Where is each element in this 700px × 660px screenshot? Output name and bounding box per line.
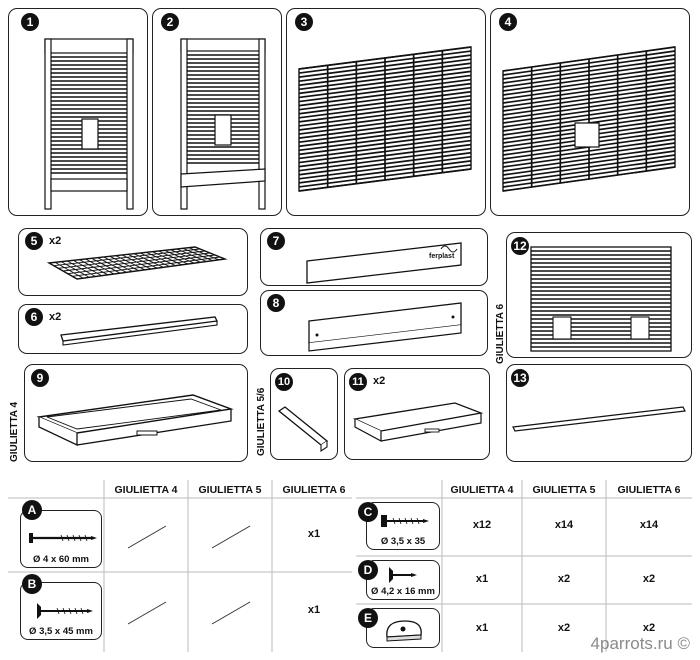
screw-a-icon	[29, 533, 97, 543]
step-10-badge: 10	[275, 373, 293, 391]
right-row-c-giulietta-6: x14	[639, 519, 659, 531]
front-board-illustration	[306, 242, 462, 284]
left-header-giulietta-6: GIULIETTA 6	[282, 484, 346, 496]
giulietta-6-label: GIULIETTA 6	[495, 304, 506, 364]
step-2-panel: 2	[152, 8, 282, 216]
step-7-panel: 7 ferplast	[260, 228, 488, 286]
step-5-quantity: x2	[49, 235, 62, 247]
step-3-badge: 3	[295, 13, 313, 31]
left-header-giulietta-4: GIULIETTA 4	[114, 484, 178, 496]
right-header-giulietta-4: GIULIETTA 4	[450, 484, 514, 496]
right-row-e-giulietta-4: x1	[475, 622, 489, 634]
watermark: 4parrots.ru ©	[590, 634, 690, 653]
step-11-quantity: x2	[373, 375, 386, 387]
wire-bar	[72, 256, 221, 277]
step-6-panel: 6 x2	[18, 304, 248, 354]
right-header-giulietta-6: GIULIETTA 6	[617, 484, 681, 496]
screw-c-icon	[381, 515, 429, 527]
small-tray-illustration	[352, 402, 484, 443]
step-11-panel: 11 x2	[344, 368, 490, 460]
wire-bar	[53, 248, 201, 267]
screw-c-letter: C	[358, 502, 378, 522]
step-5-badge: 5	[25, 232, 43, 250]
right-row-e-giulietta-5: x2	[557, 622, 571, 634]
assembled-boards-illustration	[308, 302, 462, 352]
cage-front-frame-illustration	[44, 38, 134, 210]
screw-d-panel: Ø 4,2 x 16 mm	[366, 560, 440, 600]
right-row-d-giulietta-5: x2	[557, 573, 571, 585]
part-e-letter: E	[358, 608, 378, 628]
step-13-panel: 13	[506, 364, 692, 462]
right-row-c-giulietta-4: x12	[472, 519, 492, 531]
screw-c-dimension: Ø 3,5 x 35	[380, 536, 426, 547]
step-4-panel: 4	[490, 8, 690, 216]
wire-panel-with-door-illustration	[502, 46, 676, 192]
step-5-panel: 5 x2	[18, 228, 248, 296]
cage-front-frame-with-tray-illustration	[180, 38, 266, 210]
right-row-e-giulietta-6: x2	[642, 622, 656, 634]
step-1-badge: 1	[21, 13, 39, 31]
right-row-d-giulietta-6: x2	[642, 573, 656, 585]
step-10-panel: 10	[270, 368, 338, 460]
grate-illustration	[46, 246, 228, 280]
giulietta-4-label: GIULIETTA 4	[9, 402, 20, 462]
step-1-panel: 1	[8, 8, 148, 216]
double-door-panel-illustration	[530, 246, 672, 352]
step-9-badge: 9	[31, 369, 49, 387]
brand-logo-text: ferplast	[429, 253, 455, 260]
bar-piece-illustration	[277, 406, 329, 453]
screw-a-letter: A	[22, 500, 42, 520]
tray-illustration	[36, 394, 234, 447]
step-13-badge: 13	[511, 369, 529, 387]
wire-bar	[67, 254, 216, 275]
wire-bar	[58, 250, 206, 269]
step-8-panel: 8	[260, 290, 488, 356]
screw-c-panel: Ø 3,5 x 35	[366, 502, 440, 550]
step-4-badge: 4	[499, 13, 517, 31]
right-row-d-giulietta-4: x1	[475, 573, 489, 585]
right-row-c-giulietta-5: x14	[554, 519, 574, 531]
step-8-badge: 8	[267, 294, 285, 312]
step-11-badge: 11	[349, 373, 367, 391]
part-e-icon	[386, 620, 422, 642]
wire-panel-illustration	[298, 46, 472, 192]
part-e-panel	[366, 608, 440, 648]
screw-d-icon	[389, 567, 417, 583]
step-2-badge: 2	[161, 13, 179, 31]
step-6-quantity: x2	[49, 311, 62, 323]
step-3-panel: 3	[286, 8, 486, 216]
screw-b-dimension: Ø 3,5 x 45 mm	[29, 626, 93, 637]
screw-a-dimension: Ø 4 x 60 mm	[33, 554, 89, 565]
screw-b-icon	[37, 603, 93, 619]
left-header-giulietta-5: GIULIETTA 5	[198, 484, 262, 496]
step-7-badge: 7	[267, 232, 285, 250]
right-header-giulietta-5: GIULIETTA 5	[532, 484, 596, 496]
screw-b-letter: B	[22, 574, 42, 594]
step-12-panel: 12	[506, 232, 692, 358]
screw-d-letter: D	[358, 560, 378, 580]
wire-bar	[62, 252, 211, 272]
screw-d-dimension: Ø 4,2 x 16 mm	[371, 586, 435, 597]
rail-illustration	[60, 316, 218, 346]
left-row-b-giulietta-6: x1	[307, 604, 321, 616]
giulietta-5-6-label: GIULIETTA 5/6	[256, 387, 267, 456]
step-9-panel: 9	[24, 364, 248, 462]
long-rail-illustration	[512, 406, 686, 432]
left-row-a-giulietta-6: x1	[307, 528, 321, 540]
step-12-badge: 12	[511, 237, 529, 255]
step-6-badge: 6	[25, 308, 43, 326]
